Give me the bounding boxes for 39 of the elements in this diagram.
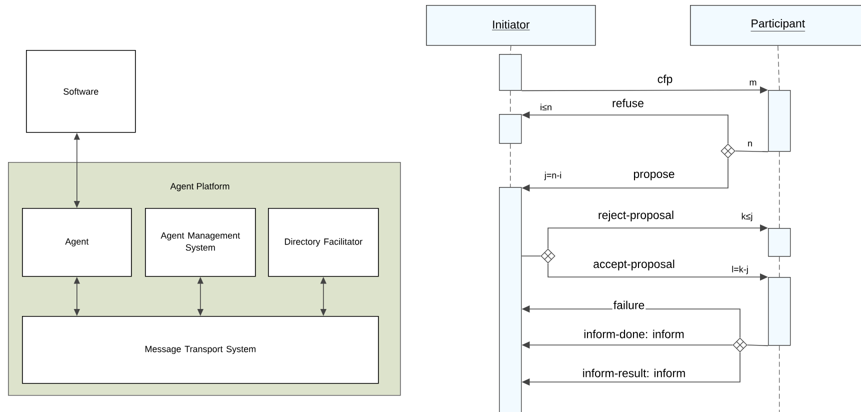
component-box: Software: [26, 50, 136, 133]
multiplicity-label: n: [748, 142, 752, 146]
activation-bar: [768, 277, 791, 346]
multiplicity-label: l=k-j: [732, 266, 748, 274]
component-box: Directory Facilitator: [268, 208, 379, 277]
message-label: propose: [634, 172, 674, 180]
decision-diamond: [720, 144, 736, 158]
multiplicity-label: k≤j: [742, 212, 752, 222]
lifeline: [779, 151, 780, 228]
connector-line: [734, 150, 768, 152]
lifeline: [510, 143, 511, 188]
lifeline: [779, 345, 780, 412]
lifeline-header: Participant: [690, 5, 861, 46]
connector-line: [746, 344, 768, 346]
activation-bar: [499, 54, 522, 91]
message-label: cfp: [658, 74, 672, 86]
activation-bar: [768, 90, 791, 152]
multiplicity-label: j=n-i: [544, 172, 562, 180]
lifeline: [779, 256, 780, 278]
component-box: Agent: [22, 208, 132, 277]
message-label: inform-result: inform: [583, 368, 685, 378]
component-box: Agent Management System: [145, 208, 256, 277]
activation-bar: [499, 187, 522, 412]
lifeline: [510, 90, 511, 114]
lifeline: [778, 46, 780, 90]
message-label: accept-proposal: [594, 260, 674, 270]
message-label: inform-done: inform: [584, 330, 684, 338]
activation-bar: [499, 114, 522, 144]
multiplicity-label: i≤n: [540, 104, 552, 110]
message-label: reject-proposal: [598, 210, 674, 222]
component-box: Message Transport System: [22, 316, 379, 384]
message-label: refuse: [612, 98, 644, 108]
decision-diamond: [732, 338, 748, 352]
lifeline-header: Initiator: [426, 5, 596, 46]
activation-bar: [768, 228, 791, 257]
lifeline: [510, 46, 512, 54]
decision-diamond: [540, 248, 556, 264]
multiplicity-label: m: [750, 80, 756, 86]
message-label: failure: [612, 300, 646, 310]
